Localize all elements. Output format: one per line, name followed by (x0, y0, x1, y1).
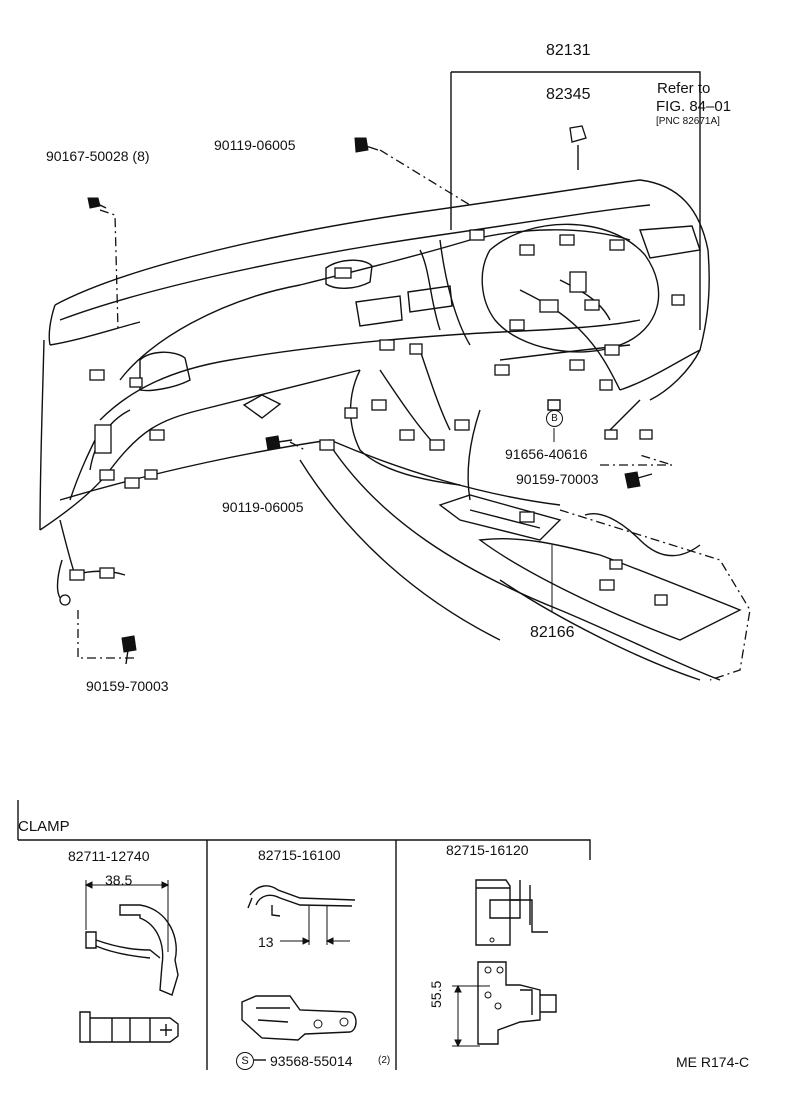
connector-icon (569, 125, 587, 143)
figure-code: ME R174-C (676, 1054, 750, 1070)
clip-b-marker: B (546, 410, 563, 427)
callout-bolt-left-top: 90167-50028 (8) (46, 148, 150, 164)
clamp-icon (452, 879, 557, 1048)
clamp-dim-2: 13 (258, 934, 274, 950)
refer-to-line1: Refer to (657, 80, 711, 97)
clamp-sub-marker: S (236, 1052, 254, 1070)
callout-bolt-top-center: 90119-06005 (214, 137, 296, 153)
callout-82345: 82345 (546, 86, 591, 103)
instrument-panel (39, 179, 721, 681)
clamp-frame (17, 800, 591, 1070)
refer-to-line2: FIG. 84–01 (656, 98, 732, 115)
bolt-icon (87, 137, 653, 665)
wire-harness (56, 229, 685, 606)
callout-clip-b: 91656-40616 (505, 446, 588, 462)
callout-82166: 82166 (530, 624, 575, 641)
leader-lines (77, 145, 673, 659)
clamp-icon (241, 885, 357, 1041)
clamp-part-1: 82711-12740 (68, 848, 150, 864)
clamp-part-3: 82715-16120 (446, 842, 529, 858)
clamp-sub-qty: (2) (378, 1055, 391, 1066)
callout-bolt-mid-right: 90159-70003 (516, 471, 599, 487)
center-console (438, 494, 751, 681)
clamp-dim-3: 55.5 (428, 980, 444, 1008)
callout-82131: 82131 (546, 42, 591, 59)
callout-bolt-mid-left: 90119-06005 (222, 499, 304, 515)
callout-bolt-bottom-left: 90159-70003 (86, 678, 169, 694)
clamp-part-2: 82715-16100 (258, 847, 341, 863)
clamp-icon (79, 880, 179, 1043)
leader-82131 (450, 71, 701, 330)
clamp-dim-1: 38.5 (105, 872, 133, 888)
clamp-title: CLAMP (18, 818, 70, 835)
refer-to-line3: [PNC 82671A] (656, 116, 720, 127)
clamp-sub-part: 93568-55014 (270, 1053, 353, 1069)
clip-icon (547, 399, 561, 411)
